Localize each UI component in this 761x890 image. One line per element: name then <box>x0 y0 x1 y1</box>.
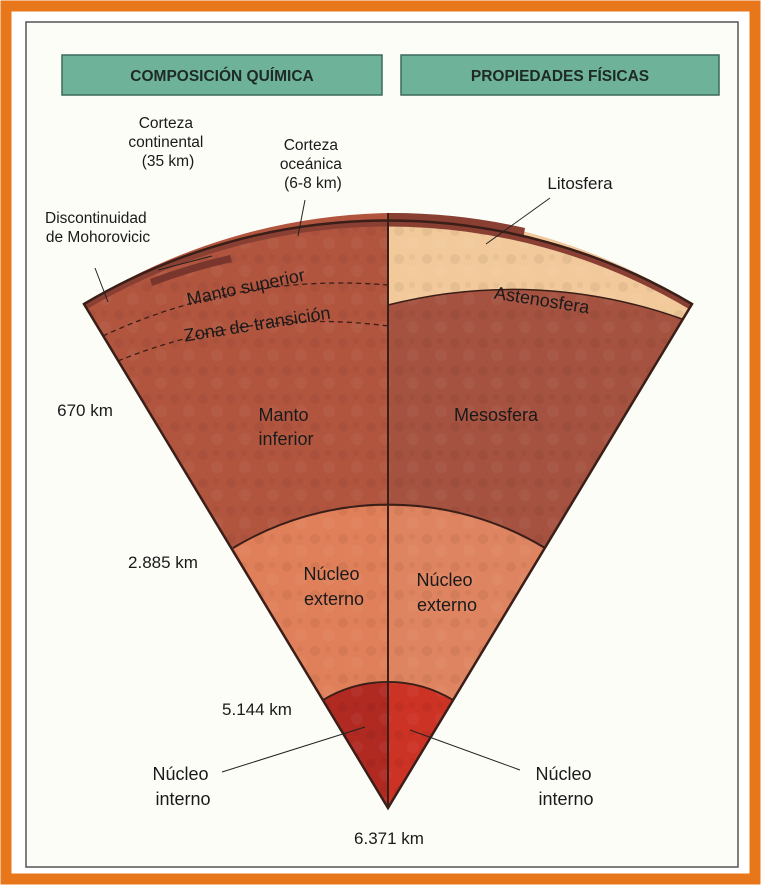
mesosphere-label: Mesosfera <box>454 405 539 425</box>
depth-5144-label: 5.144 km <box>222 700 292 719</box>
lithosphere-label: Litosfera <box>547 174 613 193</box>
oceanic-crust-label: Corteza oceánica (6-8 km) <box>280 137 346 192</box>
header-physical-properties: PROPIEDADES FÍSICAS <box>401 55 719 95</box>
header-chemical-composition: COMPOSICIÓN QUÍMICA <box>62 55 382 95</box>
depth-670-label: 670 km <box>57 401 113 420</box>
header-left-label: COMPOSICIÓN QUÍMICA <box>130 67 313 85</box>
header-right-label: PROPIEDADES FÍSICAS <box>471 68 649 85</box>
depth-2885-label: 2.885 km <box>128 553 198 572</box>
depth-6371-label: 6.371 km <box>354 829 424 848</box>
